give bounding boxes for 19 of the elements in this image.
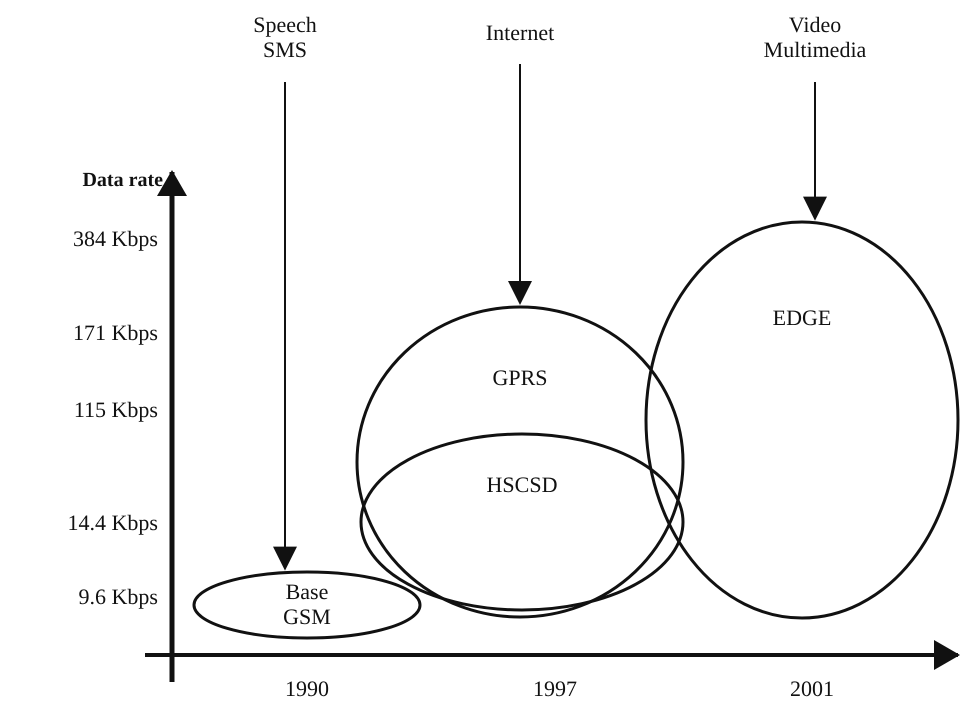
arrow: [508, 64, 532, 305]
annotation-text: Internet: [440, 20, 600, 50]
axis-title: Data rate: [81, 168, 163, 193]
technology-label: HSCSD: [486, 472, 558, 497]
tick-label: 171 Kbps: [72, 320, 158, 345]
technology-label: GPRS: [491, 365, 549, 390]
tick-label: 2001: [789, 676, 835, 701]
tick-label: 9.6 Kbps: [78, 584, 158, 609]
tick-label: 14.4 Kbps: [66, 510, 158, 535]
technology-label: Base GSM: [282, 579, 332, 629]
tick-label: 384 Kbps: [72, 226, 158, 251]
tick-label: 115 Kbps: [72, 397, 158, 422]
annotation-text: Video Multimedia: [735, 12, 895, 68]
technology-label: EDGE: [772, 305, 832, 330]
arrow: [273, 82, 297, 571]
tick-label: 1997: [532, 676, 578, 701]
arrow: [803, 82, 827, 221]
tick-label: 1990: [284, 676, 330, 701]
annotation-text: Speech SMS: [245, 12, 325, 68]
